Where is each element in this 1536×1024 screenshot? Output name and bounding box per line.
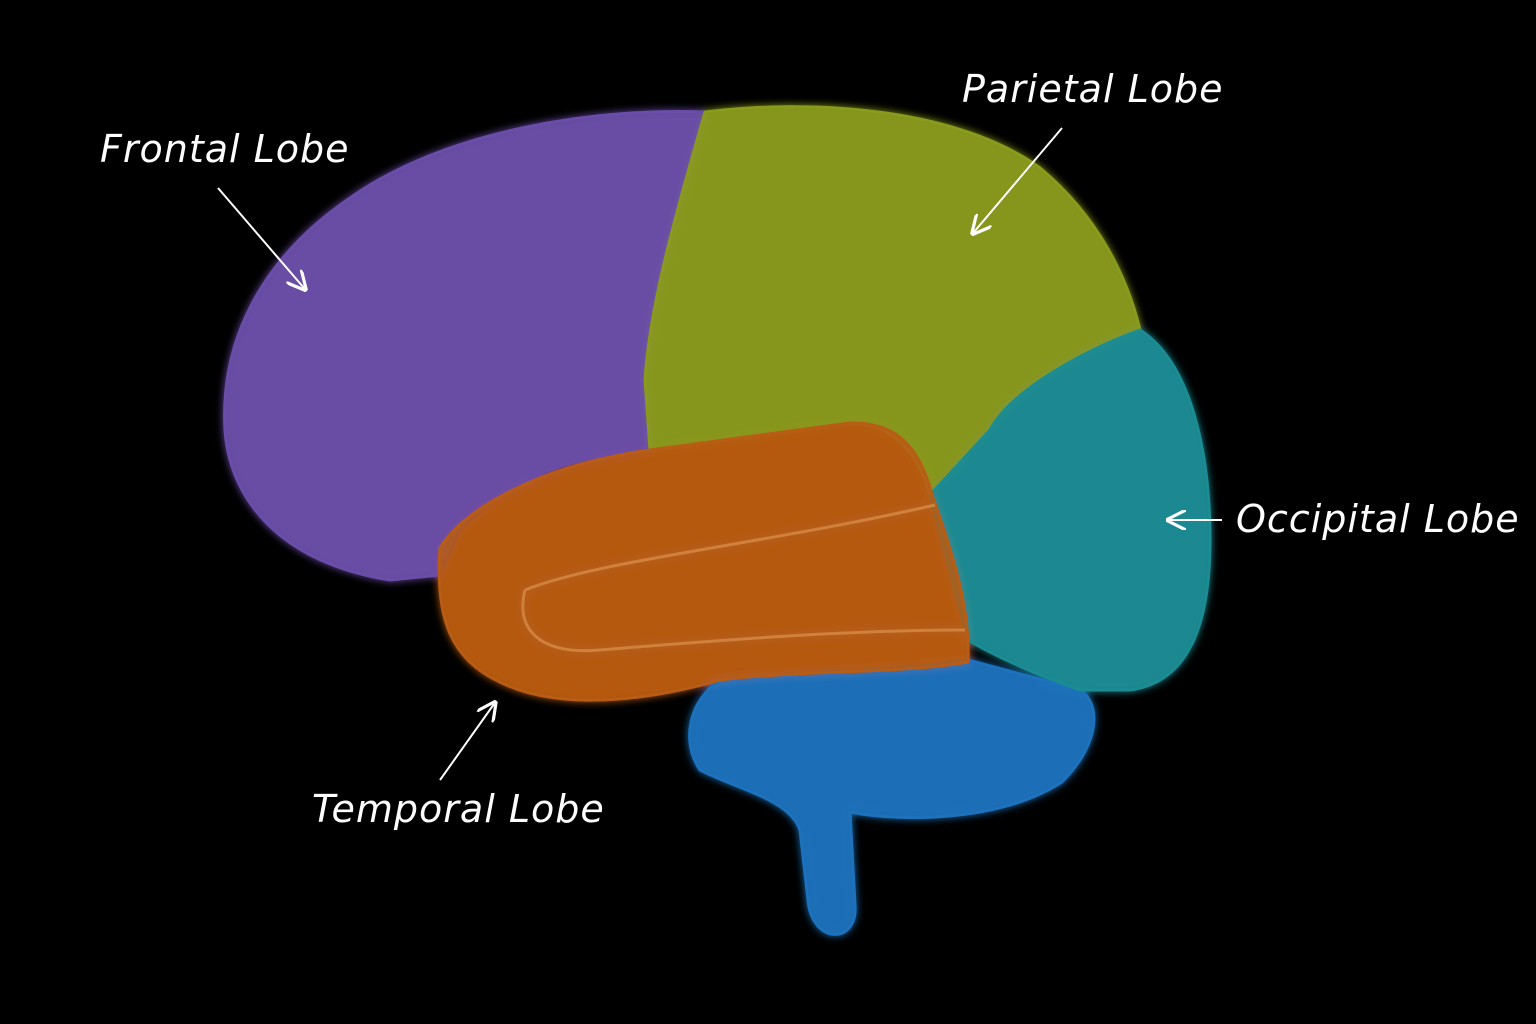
frontal-arrow xyxy=(217,187,304,288)
temporal-arrow xyxy=(439,704,494,781)
frontal-lobe-label: Frontal Lobe xyxy=(100,127,350,171)
occipital-lobe-region xyxy=(928,328,1212,692)
temporal-lobe-region xyxy=(437,421,970,702)
temporal-gyrus-line xyxy=(521,503,966,653)
temporal-lobe-label: Temporal Lobe xyxy=(312,787,605,831)
parietal-arrow xyxy=(974,127,1063,232)
cerebellum-brainstem-region xyxy=(688,658,1096,936)
occipital-lobe-label: Occipital Lobe xyxy=(1236,497,1520,541)
parietal-lobe-label: Parietal Lobe xyxy=(962,67,1224,111)
